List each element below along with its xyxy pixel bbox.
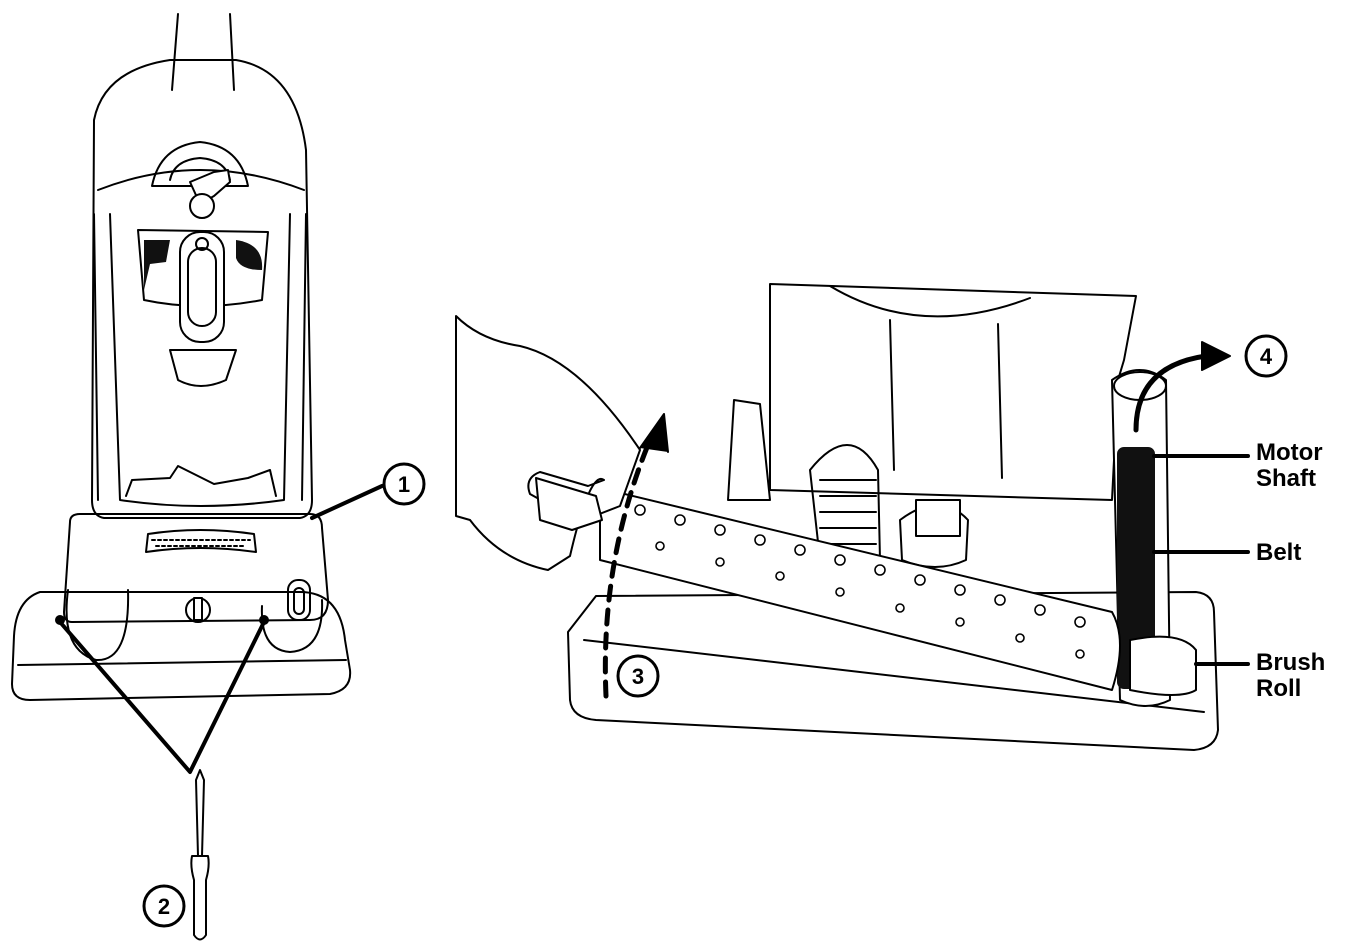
screwdriver-icon: [191, 770, 208, 940]
callout-2: 2: [144, 886, 184, 926]
motor-shaft-label-line2: Shaft: [1256, 466, 1323, 492]
brush-roll-label: Brush Roll: [1256, 650, 1325, 702]
handle-stem: [172, 14, 234, 90]
vacuum-base: [12, 592, 350, 700]
brush-roll-label-line2: Roll: [1256, 676, 1325, 702]
motor-shaft-label-line1: Motor: [1256, 440, 1323, 466]
callout-3: 3: [618, 656, 658, 696]
motor-shaft-label: Motor Shaft: [1256, 440, 1323, 492]
callout-1: 1: [384, 464, 424, 504]
brush-roll: [600, 488, 1120, 690]
upright-vacuum-illustration: [12, 14, 382, 772]
brush-roll-label-line1: Brush: [1256, 650, 1325, 676]
callout-4-number: 4: [1260, 344, 1273, 369]
open-nozzle-illustration: [456, 284, 1248, 750]
callout-4: 4: [1246, 336, 1286, 376]
callout-1-number: 1: [398, 472, 410, 497]
belt-label: Belt: [1256, 540, 1301, 566]
callout-3-number: 3: [632, 664, 644, 689]
callout-2-number: 2: [158, 894, 170, 919]
